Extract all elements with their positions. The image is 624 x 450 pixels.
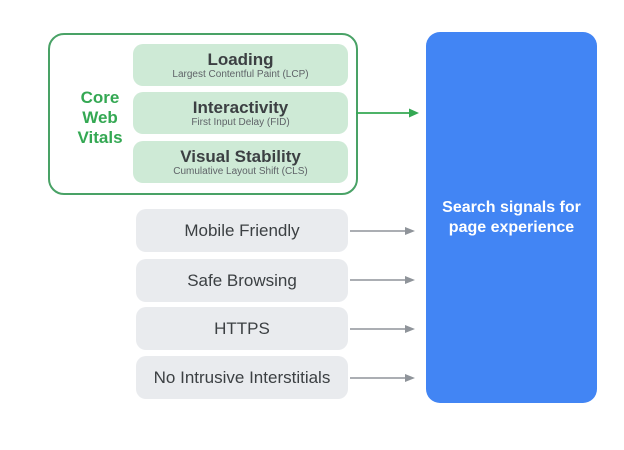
- signal-label: HTTPS: [214, 318, 270, 338]
- signal-mobile-friendly: Mobile Friendly: [136, 209, 348, 252]
- cwv-item-visual-stability: Visual Stability Cumulative Layout Shift…: [133, 141, 348, 183]
- gray-right-arrow-icon: [350, 227, 415, 235]
- search-signals-label: Search signals for page experience: [442, 198, 581, 236]
- gray-right-arrow-icon: [350, 374, 415, 382]
- signal-label: Safe Browsing: [187, 270, 297, 290]
- search-signals-box: Search signals for page experience: [426, 32, 597, 403]
- cwv-item-loading: Loading Largest Contentful Paint (LCP): [133, 44, 348, 86]
- signal-label: Mobile Friendly: [184, 220, 300, 240]
- cwv-item-title: Interactivity: [192, 97, 289, 117]
- cwv-item-subtitle: Largest Contentful Paint (LCP): [172, 68, 309, 80]
- cwv-item-interactivity: Interactivity First Input Delay (FID): [133, 92, 348, 134]
- core-web-vitals-label: Core Web Vitals: [77, 88, 123, 147]
- cwv-item-subtitle: First Input Delay (FID): [191, 116, 290, 128]
- gray-right-arrow-icon: [350, 325, 415, 333]
- cwv-item-title: Loading: [207, 49, 274, 69]
- signal-label: No Intrusive Interstitials: [153, 367, 331, 387]
- signal-no-intrusive-interstitials: No Intrusive Interstitials: [136, 356, 348, 399]
- green-right-arrow-icon: [356, 108, 419, 118]
- cwv-item-subtitle: Cumulative Layout Shift (CLS): [173, 165, 308, 177]
- gray-right-arrow-icon: [350, 276, 415, 284]
- signal-https: HTTPS: [136, 307, 348, 350]
- cwv-item-title: Visual Stability: [180, 146, 301, 166]
- signal-safe-browsing: Safe Browsing: [136, 259, 348, 302]
